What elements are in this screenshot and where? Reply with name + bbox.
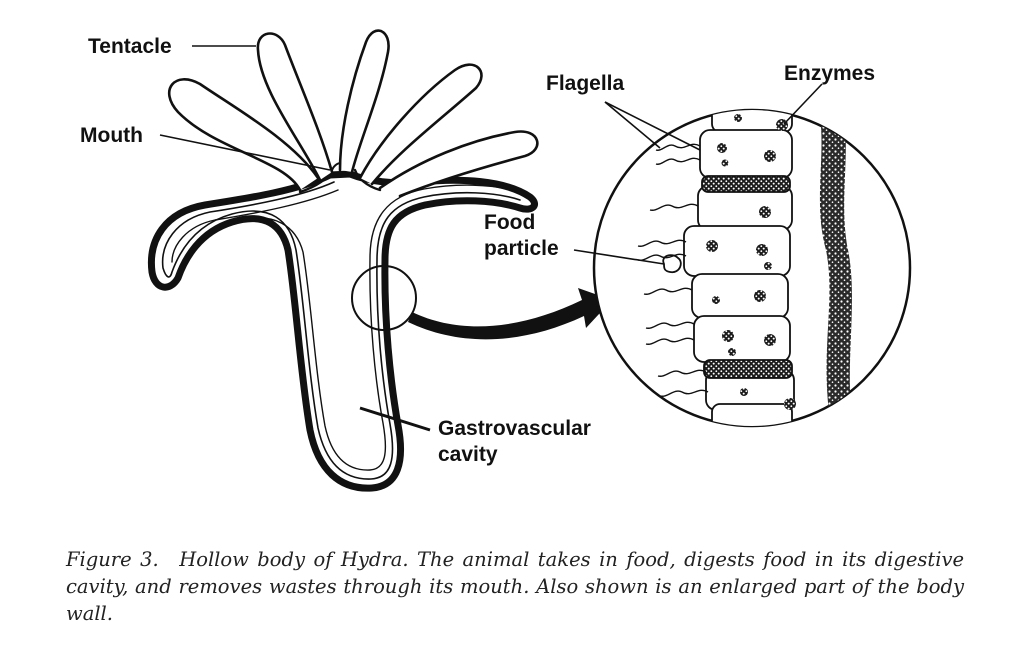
enlarged-body-wall <box>592 108 912 428</box>
label-cavity-line1: Gastrovascular <box>438 417 591 440</box>
leader-lines <box>159 45 823 432</box>
figure-caption: Figure 3. Hollow body of Hydra. The anim… <box>66 546 964 627</box>
label-cavity-line2: cavity <box>438 443 498 466</box>
body-outer-wall <box>147 170 538 492</box>
flagella <box>637 143 709 397</box>
food-particle <box>662 254 682 274</box>
tentacle-4 <box>358 63 483 186</box>
caption-text: Hollow body of Hydra. The animal takes i… <box>66 548 964 625</box>
hydra-diagram: Tentacle Mouth Flagella Enzymes Food par… <box>80 29 912 492</box>
tentacle-2 <box>256 32 334 182</box>
hydra-body <box>147 29 539 492</box>
tentacle-3 <box>338 29 390 174</box>
label-food-line2: particle <box>484 237 559 260</box>
label-tentacle: Tentacle <box>88 35 172 58</box>
tentacle-1 <box>167 78 320 192</box>
gastrodermal-cells <box>683 110 795 426</box>
enzymes-leader <box>783 83 823 125</box>
mesoglea-strip <box>818 110 852 420</box>
tentacle-5 <box>378 130 539 198</box>
food-particle-leader <box>573 249 665 265</box>
mouth-leader <box>159 134 331 171</box>
cavity-leader <box>359 406 431 432</box>
magnify-region <box>351 265 417 331</box>
flagella-leader-1 <box>604 101 661 149</box>
label-food-line1: Food <box>484 211 535 234</box>
label-mouth: Mouth <box>80 124 143 147</box>
cell-nuclei <box>706 114 796 410</box>
flagella-leader-2 <box>604 101 701 151</box>
figure-number: Figure 3. <box>66 548 159 571</box>
body-mesoglea <box>161 181 521 480</box>
zoom-arrow <box>408 288 612 340</box>
label-flagella: Flagella <box>546 72 625 95</box>
label-enzymes: Enzymes <box>784 62 875 85</box>
